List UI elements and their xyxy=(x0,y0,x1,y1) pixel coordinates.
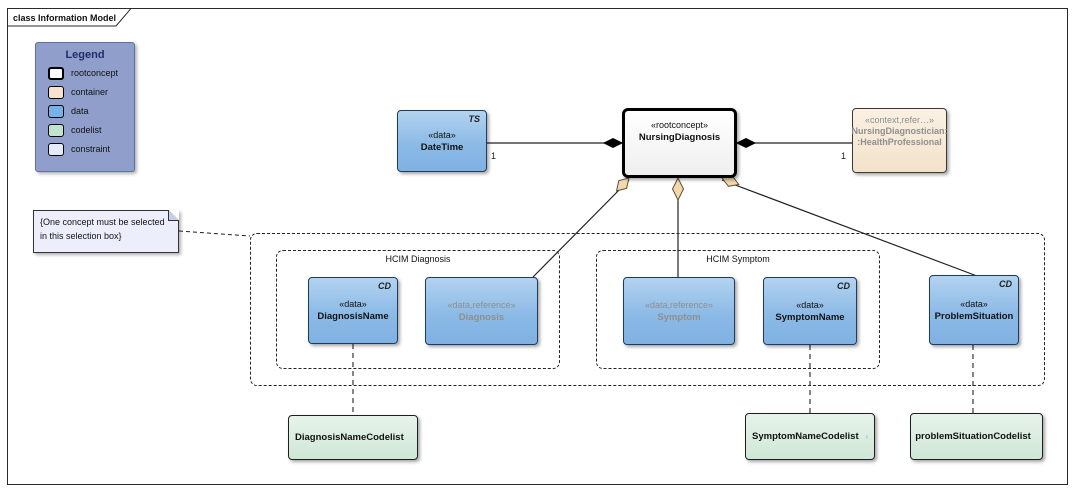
nursingdiagnostician-stereotype: «context,refer…» xyxy=(864,115,935,125)
node-symptomname[interactable]: CD «data» SymptomName xyxy=(763,277,857,345)
node-symptom[interactable]: «data,reference» Symptom xyxy=(623,277,735,345)
diagnosisname-type-tag: CD xyxy=(378,281,391,291)
legend-item-label: data xyxy=(71,106,89,116)
problemsituationcodelist-name: problemSituationCodelist xyxy=(915,431,1031,442)
group-hcim-diagnosis[interactable]: HCIM Diagnosis xyxy=(276,250,560,369)
legend-title: Legend xyxy=(65,49,105,61)
data-swatch xyxy=(48,104,64,118)
datetime-stereotype: «data» xyxy=(428,129,456,140)
nursingdiagnosis-name: NursingDiagnosis xyxy=(638,132,721,143)
node-nursingdiagnosis[interactable]: «rootconcept» NursingDiagnosis xyxy=(622,108,737,178)
diagnosisname-name: DiagnosisName xyxy=(317,311,389,322)
node-nursingdiagnostician[interactable]: «context,refer…» NursingDiagnostician: :… xyxy=(851,108,948,173)
rootconcept-swatch xyxy=(48,66,64,80)
nursingdiagnosis-stereotype: «rootconcept» xyxy=(650,120,709,130)
node-problemsituation[interactable]: CD «data» ProblemSituation xyxy=(929,275,1019,345)
legend-item-label: container xyxy=(71,87,109,97)
constraint-note[interactable]: {One concept must be selected in this se… xyxy=(33,210,179,253)
diagram-title-tab xyxy=(7,8,133,27)
diagnosis-name: Diagnosis xyxy=(458,311,505,323)
legend-item-label: rootconcept xyxy=(71,68,119,78)
diagnosisname-stereotype: «data» xyxy=(339,299,367,309)
datetime-name: DateTime xyxy=(420,141,464,153)
legend-item-rootconcept: rootconcept xyxy=(36,66,134,80)
group-hcim-diagnosis-label: HCIM Diagnosis xyxy=(385,254,451,264)
node-diagnosisnamecodelist[interactable]: DiagnosisNameCodelist xyxy=(288,415,418,460)
legend-item-label: codelist xyxy=(71,125,102,135)
tab-shape xyxy=(7,8,133,27)
node-datetime[interactable]: TS «data» DateTime xyxy=(397,110,487,172)
symptomname-stereotype: «data» xyxy=(796,299,824,310)
node-problemsituationcodelist[interactable]: problemSituationCodelist xyxy=(910,413,1043,460)
problemsituation-name: ProblemSituation xyxy=(934,310,1014,322)
note-fold-icon xyxy=(168,210,179,221)
problemsituation-type-tag: CD xyxy=(999,279,1012,289)
symptomname-name: SymptomName xyxy=(775,311,845,323)
legend-item-data: data xyxy=(36,104,134,118)
selection-box[interactable] xyxy=(250,233,1045,386)
codelist-swatch xyxy=(48,123,64,137)
diagnosis-stereotype: «data,reference» xyxy=(447,299,516,310)
constraint-swatch xyxy=(48,142,64,156)
nursingdiagnostician-name: NursingDiagnostician: xyxy=(851,126,948,136)
symptomname-type-tag: CD xyxy=(837,281,850,291)
container-swatch xyxy=(48,85,64,99)
legend-item-constraint: constraint xyxy=(36,142,134,156)
legend-item-label: constraint xyxy=(71,144,111,154)
group-hcim-symptom-label: HCIM Symptom xyxy=(706,254,770,264)
codelist-document-icon xyxy=(865,435,868,438)
diagnosisnamecodelist-name: DiagnosisNameCodelist xyxy=(295,432,404,443)
legend-item-codelist: codelist xyxy=(36,123,134,137)
legend: Legend rootconcept container data codeli… xyxy=(35,42,135,172)
legend-item-container: container xyxy=(36,85,134,99)
node-diagnosisname[interactable]: CD «data» DiagnosisName xyxy=(308,277,398,344)
symptomnamecodelist-name: SymptomNameCodelist xyxy=(752,431,859,442)
diagram-title: class Information Model xyxy=(13,13,117,23)
symptom-stereotype: «data,reference» xyxy=(644,299,714,310)
node-diagnosis[interactable]: «data,reference» Diagnosis xyxy=(425,277,538,345)
datetime-type-tag: TS xyxy=(468,114,480,124)
problemsituation-stereotype: «data» xyxy=(960,298,988,309)
nursingdiagnostician-type: :HealthProfessional xyxy=(857,137,942,147)
note-text: {One concept must be selected in this se… xyxy=(40,217,165,241)
node-symptomnamecodelist[interactable]: SymptomNameCodelist xyxy=(745,413,875,460)
symptom-name: Symptom xyxy=(657,311,701,323)
